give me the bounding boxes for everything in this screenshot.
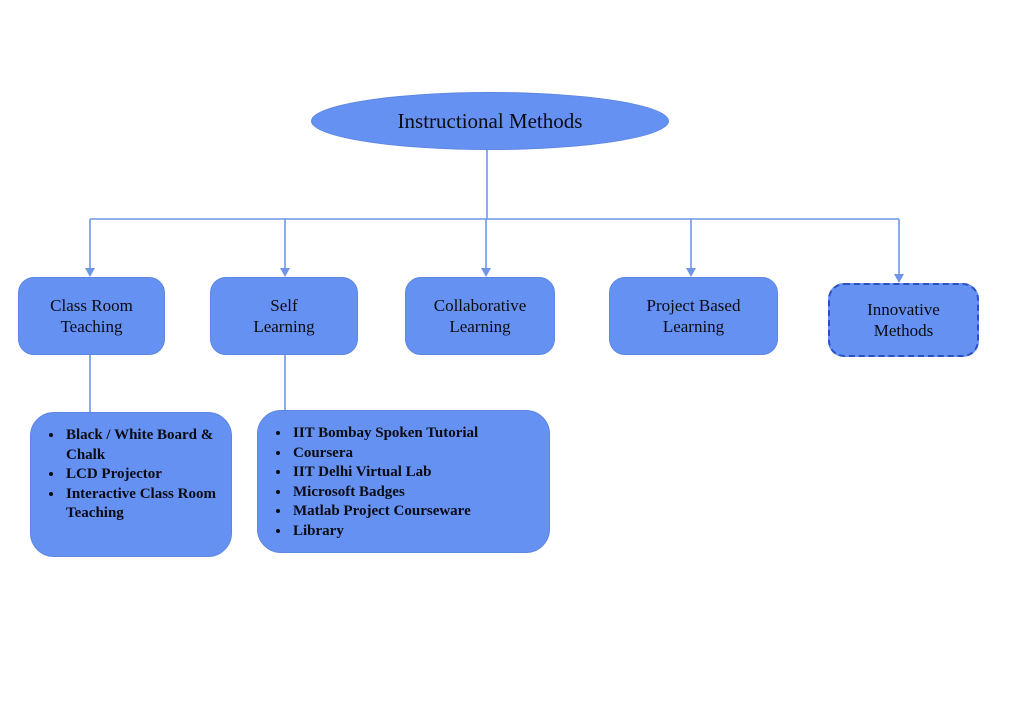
branch-label-line: Innovative	[867, 299, 940, 319]
branch-node-self-learning: Self Learning	[210, 277, 358, 355]
list-item: Coursera	[291, 444, 541, 464]
branch-label-line: Learning	[662, 317, 725, 336]
branch-label-line: Learning	[253, 317, 315, 336]
detail-box-self-learning: IIT Bombay Spoken Tutorial Coursera IIT …	[257, 410, 550, 553]
branch-label-line: Methods	[873, 321, 934, 340]
list-item: Interactive Class Room Teaching	[64, 485, 223, 524]
arrowhead-icon	[280, 268, 290, 277]
list-item: Black / White Board & Chalk	[64, 426, 223, 465]
root-node-label: Instructional Methods	[397, 108, 583, 133]
arrowhead-icon	[686, 268, 696, 277]
branch-label-line: Collaborative	[433, 295, 527, 315]
root-node-instructional-methods: Instructional Methods	[311, 92, 669, 150]
arrowhead-icon	[85, 268, 95, 277]
list-item: Matlab Project Courseware	[291, 502, 541, 522]
list-item: LCD Projector	[64, 465, 223, 485]
arrowhead-icon	[481, 268, 491, 277]
branch-node-innovative-methods: Innovative Methods	[828, 283, 979, 357]
branch-node-collaborative-learning: Collaborative Learning	[405, 277, 555, 355]
branch-label-line: Project Based	[646, 295, 741, 315]
list-item: IIT Bombay Spoken Tutorial	[291, 424, 541, 444]
branch-label-line: Teaching	[60, 317, 123, 336]
list-item: Microsoft Badges	[291, 483, 541, 503]
arrowhead-icon	[894, 274, 904, 283]
branch-node-project-based-learning: Project Based Learning	[609, 277, 778, 355]
branch-node-class-room-teaching: Class Room Teaching	[18, 277, 165, 355]
branch-label-line: Class Room	[50, 295, 133, 315]
list-item: IIT Delhi Virtual Lab	[291, 463, 541, 483]
branch-label-line: Self	[270, 295, 298, 315]
detail-box-class-room-teaching: Black / White Board & Chalk LCD Projecto…	[30, 412, 232, 557]
detail-list: Black / White Board & Chalk LCD Projecto…	[31, 426, 223, 524]
branch-label-line: Learning	[449, 317, 511, 336]
list-item: Library	[291, 522, 541, 542]
detail-list: IIT Bombay Spoken Tutorial Coursera IIT …	[258, 424, 541, 542]
